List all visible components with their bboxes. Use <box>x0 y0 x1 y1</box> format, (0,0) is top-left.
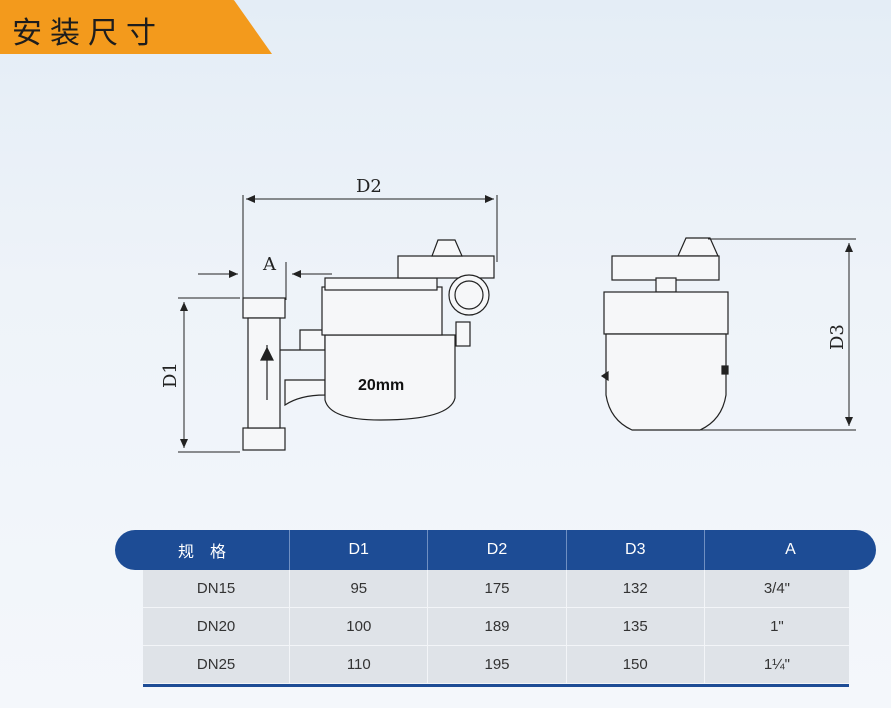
table-row: DN25 110 195 150 1¼" <box>143 646 849 684</box>
cell-d3: 135 <box>567 608 705 645</box>
cell-d1: 100 <box>290 608 429 645</box>
meter-body-mark: 20mm <box>358 377 404 394</box>
header-d1: D1 <box>290 530 429 570</box>
cell-a: 1¼" <box>763 656 790 673</box>
cell-d3: 150 <box>567 646 705 683</box>
table-bottom-rule <box>143 684 849 687</box>
table-row: DN20 100 189 135 1" <box>143 608 849 646</box>
dimensions-table: 规 格 D1 D2 D3 A DN15 95 175 132 3/4" DN20… <box>115 530 876 687</box>
header-d3: D3 <box>567 530 705 570</box>
header-a: A <box>785 541 796 558</box>
cell-spec: DN15 <box>143 570 291 607</box>
cell-a: 1" <box>770 618 784 635</box>
cell-d2: 189 <box>428 608 567 645</box>
cell-d2: 175 <box>428 570 567 607</box>
d2-label: D2 <box>356 176 382 197</box>
meter-side-view <box>242 239 495 451</box>
table-row: DN15 95 175 132 3/4" <box>143 570 849 608</box>
header-spec: 规 格 <box>115 530 291 570</box>
d1-dimension <box>178 297 240 453</box>
cell-d1: 95 <box>290 570 429 607</box>
table-body: DN15 95 175 132 3/4" DN20 100 189 135 1"… <box>143 570 849 684</box>
cell-d1: 110 <box>290 646 429 683</box>
d3-label: D3 <box>827 324 848 350</box>
header-d2: D2 <box>428 530 567 570</box>
title-tab <box>0 0 272 54</box>
cell-spec: DN25 <box>143 646 291 683</box>
d3-dimension <box>700 238 856 431</box>
meter-front-view <box>600 237 729 431</box>
cell-a: 3/4" <box>763 580 790 597</box>
a-label: A <box>262 254 277 275</box>
cell-d3: 132 <box>567 570 705 607</box>
page-title: 安装尺寸 <box>12 16 164 51</box>
a-dimension <box>198 262 332 300</box>
d1-label: D1 <box>160 362 181 388</box>
cell-d2: 195 <box>428 646 567 683</box>
cell-spec: DN20 <box>143 608 291 645</box>
table-header: 规 格 D1 D2 D3 A <box>115 530 876 570</box>
d2-dimension <box>242 195 498 300</box>
